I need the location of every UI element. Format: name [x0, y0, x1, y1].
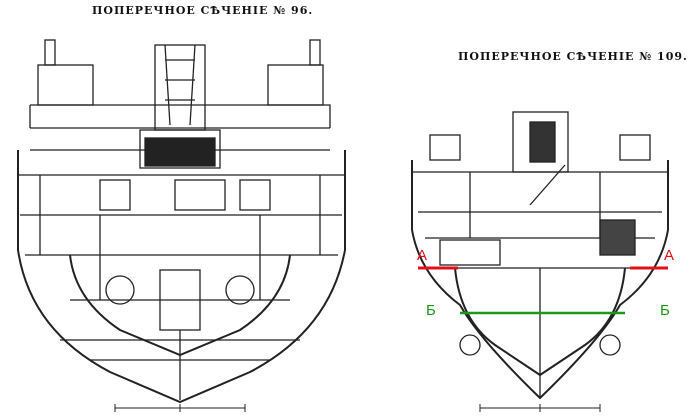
- marker-a-left-label: А: [417, 247, 428, 264]
- marker-b-right-label: Б: [660, 302, 670, 319]
- section-109-drawing: [411, 111, 669, 412]
- section-96-drawing: [17, 39, 346, 412]
- marker-a-right-label: А: [664, 247, 675, 264]
- section-109-title: ПОПЕРЕЧНОЕ СѢЧЕНIЕ № 109.: [458, 50, 688, 63]
- section-96-title: ПОПЕРЕЧНОЕ СѢЧЕНIЕ № 96.: [92, 4, 314, 17]
- marker-b-left-label: Б: [426, 302, 436, 319]
